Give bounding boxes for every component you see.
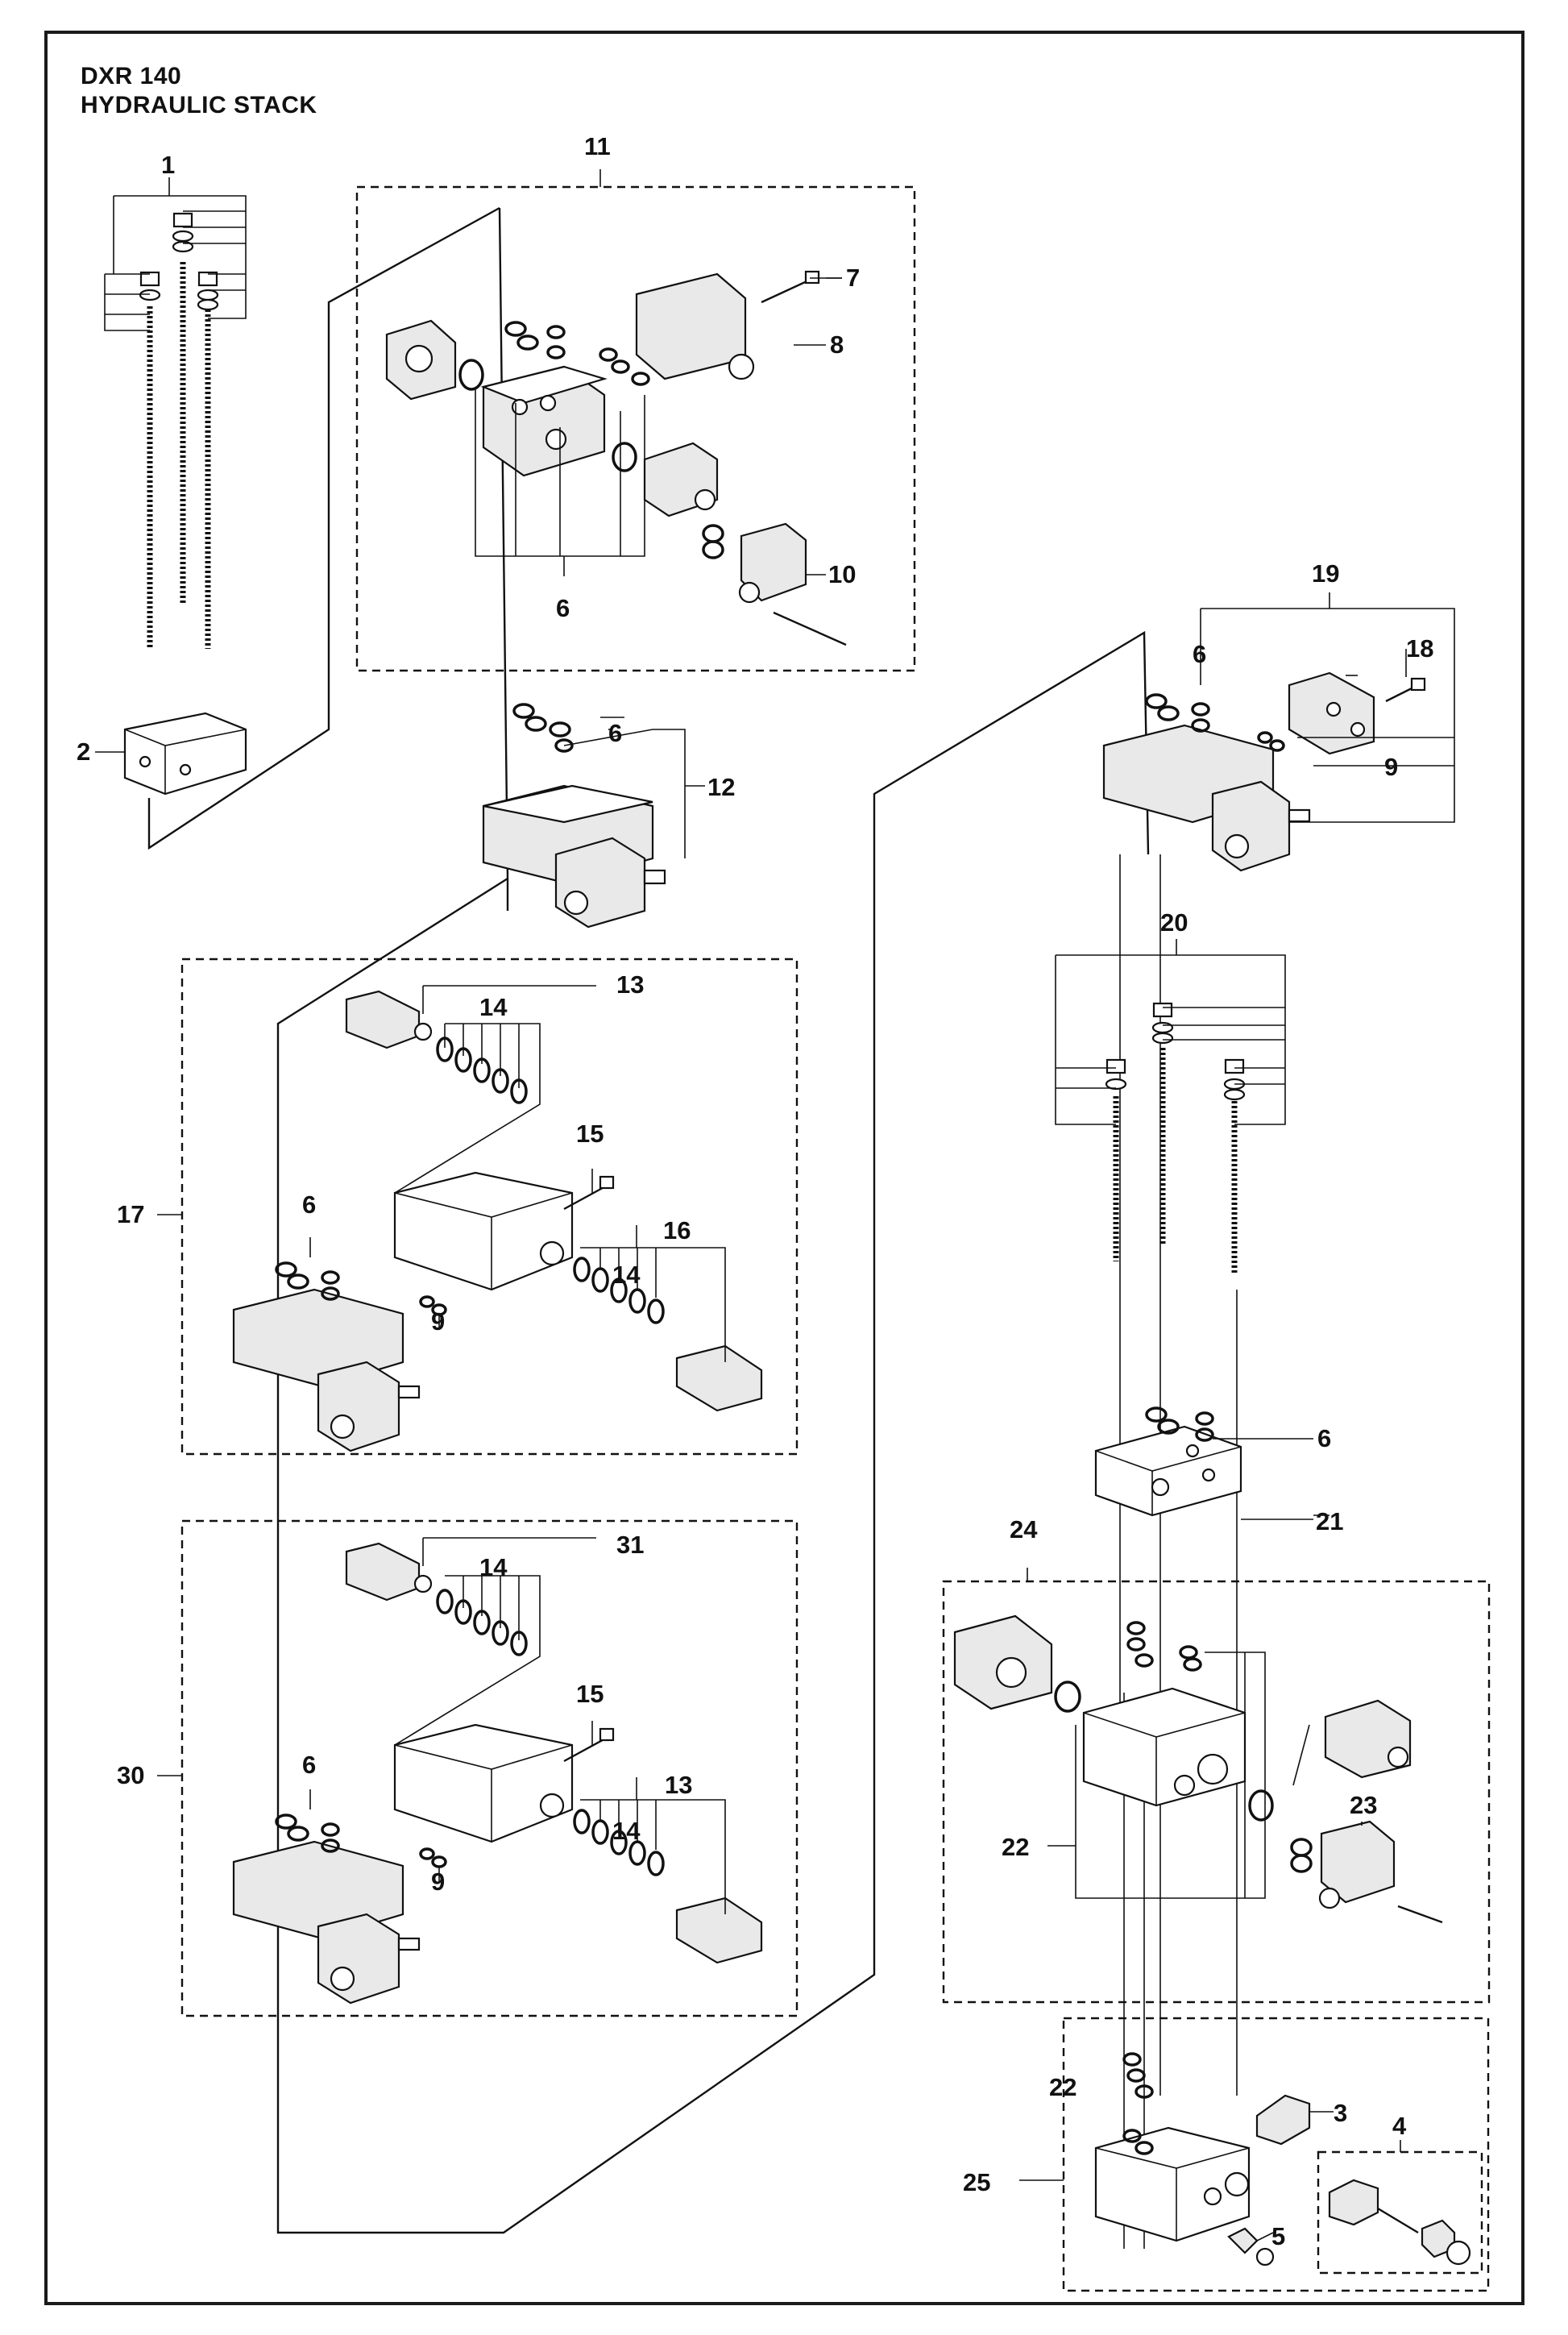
callout-4: 4 [1392, 2112, 1407, 2140]
callout-12: 12 [707, 773, 735, 801]
callout-3: 3 [1334, 2099, 1347, 2127]
assembly-line-c [276, 630, 1150, 2234]
hex-nut-icon [1152, 1002, 1173, 1018]
callout-6-part21: 6 [1317, 1424, 1331, 1452]
hex-nut-icon [197, 271, 218, 287]
hex-nut-icon [172, 212, 193, 228]
callout-24: 24 [1010, 1515, 1038, 1544]
callout-20: 20 [1160, 908, 1188, 937]
callout-17: 17 [117, 1200, 144, 1228]
callout-8: 8 [830, 330, 844, 359]
valve-section-11 [385, 169, 847, 646]
valve-section-24 [953, 1568, 1443, 1924]
callout-10: 10 [828, 560, 856, 588]
end-plate-2 [95, 712, 247, 796]
callout-13-group17: 13 [616, 970, 644, 999]
assembly-line-a [147, 206, 500, 850]
callout-9-group19: 9 [1384, 753, 1398, 781]
hex-nut-icon [139, 271, 160, 287]
callout-14-group17-lower: 14 [612, 1261, 641, 1289]
callout-9-group17: 9 [431, 1307, 445, 1336]
callout-23: 23 [1350, 1791, 1377, 1819]
end-plate-21 [1094, 1406, 1313, 1520]
drawing-title-model: DXR 140 [81, 63, 182, 89]
tie-rod-kit-20 [1055, 939, 1286, 1273]
group-box-24 [942, 1580, 1491, 2004]
callout-22-group24: 22 [1002, 1833, 1029, 1861]
callout-15-group30: 15 [576, 1680, 604, 1708]
callout-6-part12: 6 [608, 719, 622, 747]
callout-14-group30-upper: 14 [479, 1553, 508, 1581]
callout-25: 25 [963, 2168, 990, 2196]
callout-22-group25: 22 [1049, 2073, 1076, 2101]
callout-31: 31 [616, 1531, 644, 1559]
callout-14-group30-lower: 14 [612, 1817, 641, 1845]
callout-18: 18 [1406, 634, 1433, 663]
callout-11: 11 [584, 132, 611, 160]
hex-nut-icon [1105, 1058, 1126, 1074]
group-box-11 [355, 185, 916, 672]
callout-7: 7 [846, 264, 860, 292]
group-box-25 [1062, 2017, 1490, 2292]
callout-6-group30: 6 [302, 1751, 316, 1779]
group-box-4 [1317, 2150, 1483, 2275]
callout-5: 5 [1271, 2222, 1285, 2250]
callout-15-group17: 15 [576, 1120, 604, 1148]
drawing-frame [44, 31, 1524, 2305]
callout-19: 19 [1312, 559, 1339, 588]
callout-6-group11: 6 [556, 594, 570, 622]
group-box-17 [180, 958, 799, 1456]
callout-14-group17-upper: 14 [479, 993, 508, 1021]
tie-rod-kit-1 [104, 177, 247, 649]
valve-section-12 [482, 703, 705, 929]
group-box-30 [180, 1519, 799, 2017]
callout-6-group17: 6 [302, 1190, 316, 1219]
callout-13-group30: 13 [665, 1771, 692, 1799]
callout-2: 2 [77, 737, 90, 766]
callout-21: 21 [1316, 1507, 1343, 1535]
valve-section-17 [157, 985, 763, 1452]
callout-1: 1 [161, 151, 175, 179]
callout-16: 16 [663, 1216, 691, 1244]
callout-9-group30: 9 [431, 1868, 445, 1896]
hex-nut-icon [1224, 1058, 1245, 1074]
valve-section-30 [157, 1537, 763, 2005]
drawing-title-assembly: HYDRAULIC STACK [81, 92, 317, 118]
callout-leaders [600, 277, 1358, 1516]
valve-section-19 [1102, 592, 1455, 872]
callout-30: 30 [117, 1761, 144, 1789]
callout-6-group19: 6 [1193, 640, 1206, 668]
valve-section-25 [1019, 2052, 1471, 2266]
